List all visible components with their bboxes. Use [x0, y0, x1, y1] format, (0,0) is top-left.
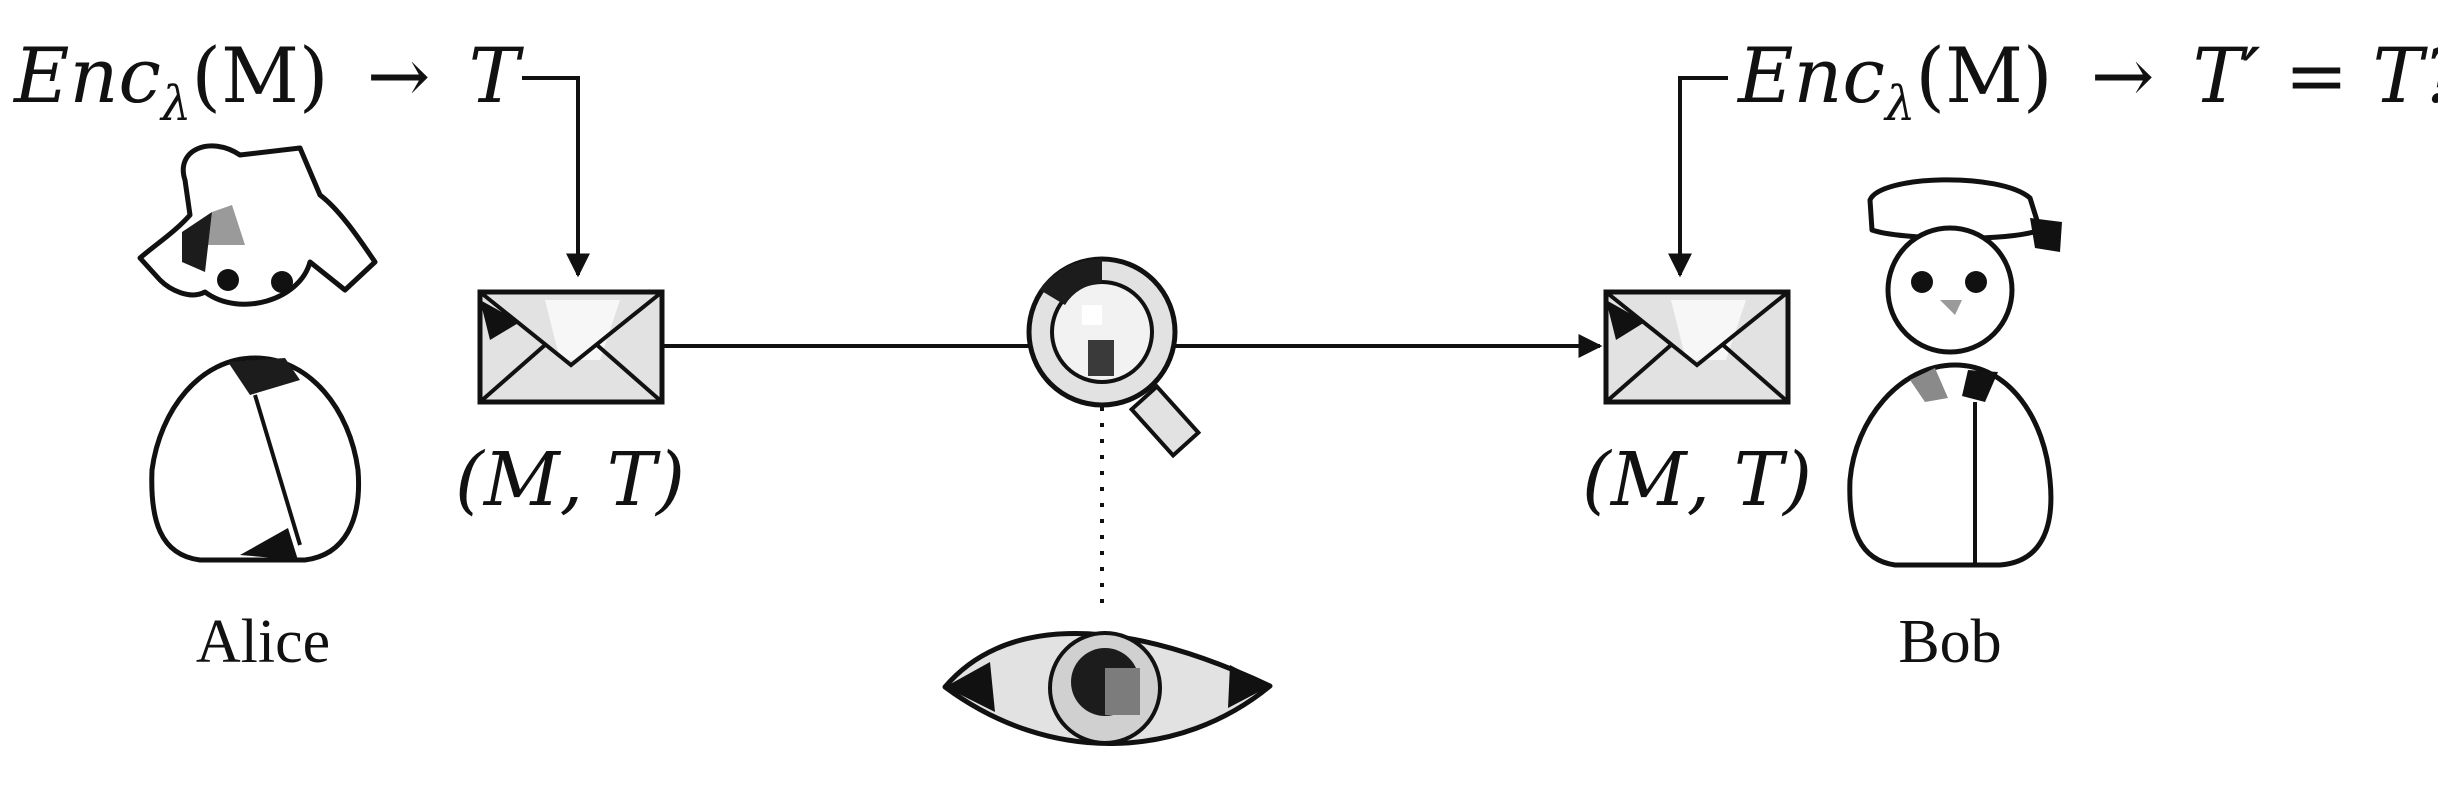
alice-formula-subscript: λ: [159, 76, 191, 132]
bob-formula-subscript: λ: [1883, 76, 1915, 132]
person-icon: [137, 143, 378, 563]
alice-formula-result: T: [469, 31, 525, 120]
magnifying-glass-icon: [1026, 256, 1202, 459]
alice-formula-arrow: →: [367, 31, 431, 120]
alice-formula-prefix: Enc: [12, 31, 161, 120]
bob-message-label: (M, T): [1582, 437, 1812, 523]
envelope-icon: [477, 289, 665, 405]
bob-name-label: Bob: [1898, 608, 2001, 676]
bob-connector-arrow: [1668, 76, 1728, 278]
eye-icon: [942, 631, 1273, 746]
alice-message-label: (M, T): [455, 437, 685, 523]
bob-formula-arrow: →: [2091, 31, 2155, 120]
alice-name-label: Alice: [196, 608, 330, 676]
bob-formula-args: (M): [1915, 31, 2052, 120]
alice-connector-arrow: [522, 76, 590, 278]
bob-formula-prefix: Enc: [1736, 31, 1885, 120]
bob-formula-result: T′ = T?: [2193, 31, 2438, 120]
bob-formula: Encλ(M) → T′ = T?: [1736, 31, 2438, 132]
person-with-cap-icon: [1847, 177, 2062, 568]
alice-formula: Encλ(M) → T: [12, 31, 525, 132]
alice-formula-args: (M): [191, 31, 328, 120]
envelope-icon: [1603, 289, 1791, 405]
